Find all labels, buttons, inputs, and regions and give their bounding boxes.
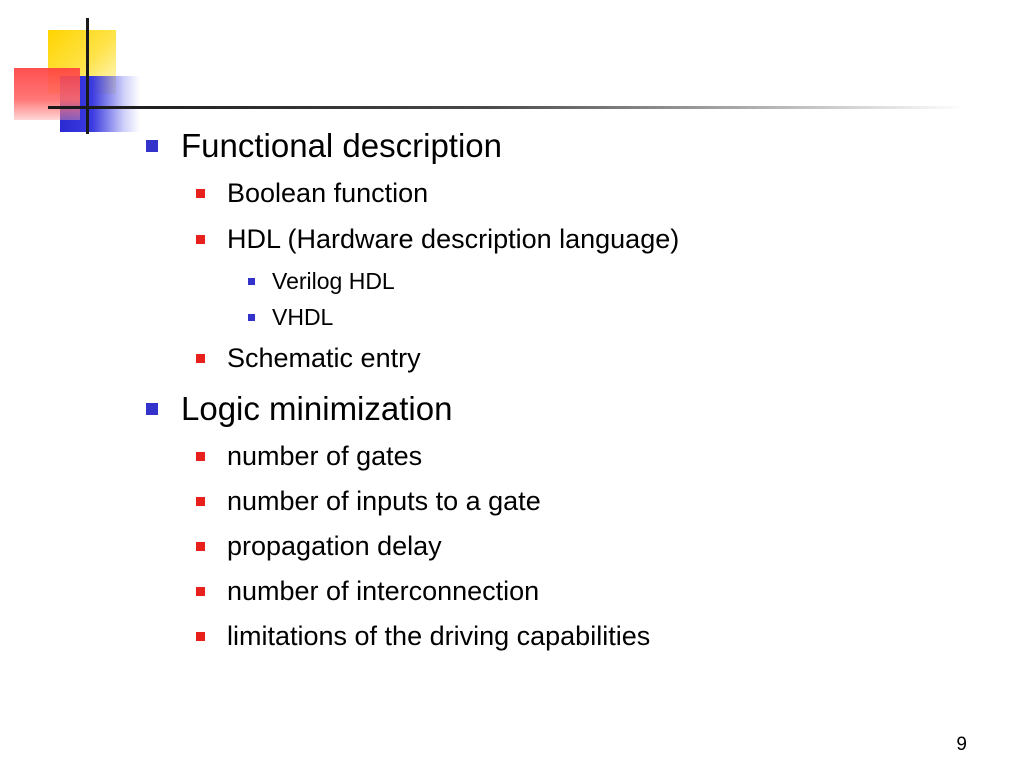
bullet-item: Boolean function [196, 178, 429, 208]
bullet-item: VHDL [248, 304, 334, 330]
bullet-text: number of inputs to a gate [227, 486, 541, 516]
vertical-rule [86, 18, 89, 134]
bullet-item: limitations of the driving capabilities [196, 621, 651, 651]
bullet-text: Schematic entry [227, 343, 421, 373]
decorative-logo [0, 0, 140, 140]
bullet-square-icon [196, 542, 205, 551]
page-number: 9 [956, 734, 967, 755]
bullet-square-icon [146, 403, 158, 415]
bullet-item: Functional description [146, 127, 503, 164]
bullet-text: HDL (Hardware description language) [227, 224, 680, 254]
bullet-item: Schematic entry [196, 343, 421, 373]
bullet-item: HDL (Hardware description language) [196, 224, 680, 254]
bullet-square-icon [196, 587, 205, 596]
bullet-square-icon [248, 278, 255, 285]
bullet-text: Functional description [181, 127, 503, 164]
bullet-text: Logic minimization [181, 390, 453, 427]
red-square [14, 68, 80, 120]
bullet-item: propagation delay [196, 531, 442, 561]
bullet-text: VHDL [272, 304, 334, 330]
horizontal-rule-stub [48, 106, 98, 109]
bullet-square-icon [196, 235, 205, 244]
bullet-text: number of interconnection [227, 576, 540, 606]
bullet-square-icon [196, 632, 205, 641]
bullet-text: number of gates [227, 441, 423, 471]
bullet-text: Verilog HDL [272, 268, 395, 294]
bullet-item: Logic minimization [146, 390, 453, 427]
bullet-square-icon [146, 140, 158, 152]
title-rule [96, 106, 966, 109]
bullet-text: limitations of the driving capabilities [227, 621, 651, 651]
bullet-square-icon [196, 189, 205, 198]
bullet-square-icon [196, 354, 205, 363]
bullet-item: number of gates [196, 441, 423, 471]
bullet-text: Boolean function [227, 178, 429, 208]
bullet-square-icon [248, 314, 255, 321]
bullet-square-icon [196, 497, 205, 506]
bullet-text: propagation delay [227, 531, 442, 561]
bullet-item: Verilog HDL [248, 268, 395, 294]
bullet-square-icon [196, 452, 205, 461]
bullet-item: number of interconnection [196, 576, 540, 606]
bullet-item: number of inputs to a gate [196, 486, 541, 516]
